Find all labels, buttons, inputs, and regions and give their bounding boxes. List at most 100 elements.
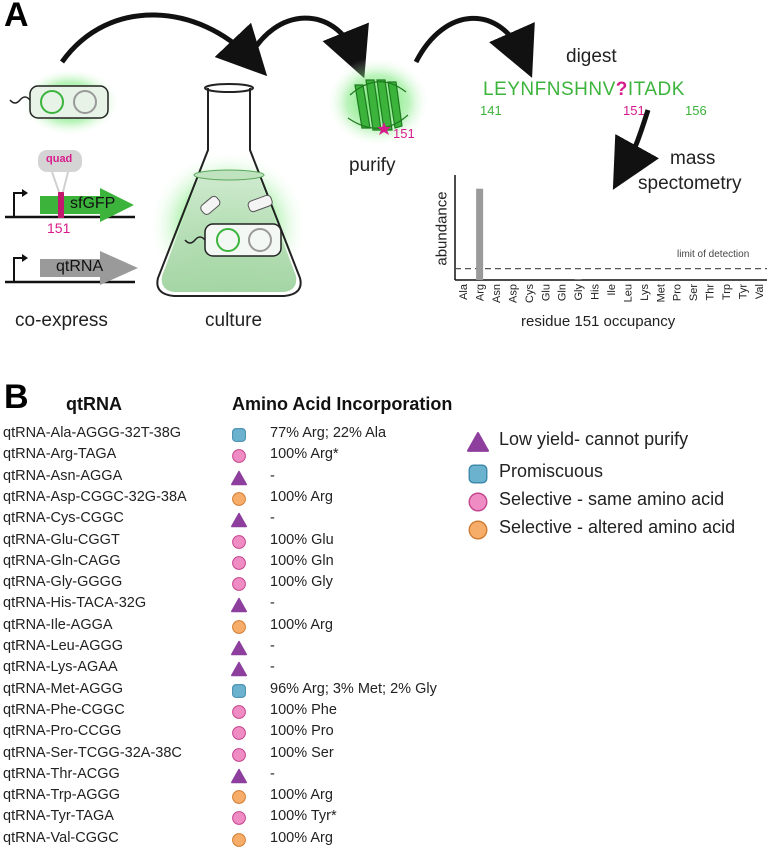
incorporation-result: - — [270, 659, 275, 675]
step-label-digest: digest — [566, 46, 617, 68]
qtrna-name: qtRNA-Thr-ACGG — [3, 766, 120, 782]
qtrna-name: qtRNA-Arg-TAGA — [3, 446, 116, 462]
tick-label-thr: Thr — [705, 284, 717, 301]
arrow-digest-to-ms — [625, 110, 648, 168]
limit-of-detection-label: limit of detection — [677, 249, 749, 260]
selective-same-marker-icon — [231, 448, 247, 464]
quad-label: quad — [46, 153, 72, 165]
table-row: qtRNA-Ser-TCGG-32A-38C 100% Ser — [0, 745, 500, 766]
table-row: qtRNA-Met-AGGG 96% Arg; 3% Met; 2% Gly — [0, 681, 500, 702]
tick-label-trp: Trp — [721, 284, 733, 300]
panel-b-letter: B — [4, 378, 29, 417]
qtrna-name: qtRNA-Gln-CAGG — [3, 553, 121, 569]
peptide-before: LEYNFNSHNV — [483, 79, 616, 100]
tick-label-ile: Ile — [606, 284, 618, 296]
qtrna-name: qtRNA-Ile-AGGA — [3, 617, 113, 633]
peptide-after: ITADK — [628, 79, 685, 100]
legend-item-promiscuous: Promiscuous — [467, 460, 776, 486]
sfgfp-position-label: 151 — [47, 220, 70, 236]
qtrna-name: qtRNA-His-TACA-32G — [3, 595, 146, 611]
incorporation-result: 100% Arg — [270, 617, 333, 633]
incorporation-result: 100% Pro — [270, 723, 334, 739]
peptide-site-num: 151 — [623, 103, 645, 118]
selective-same-marker-icon — [231, 576, 247, 592]
selective-altered-marker-icon — [231, 832, 247, 848]
selective-same-marker-icon — [231, 704, 247, 720]
qtrna-name: qtRNA-Met-AGGG — [3, 681, 123, 697]
tick-label-val: Val — [754, 284, 766, 299]
step-label-culture: culture — [205, 310, 262, 332]
low-yield-marker-icon — [231, 512, 247, 528]
selective-same-marker-icon — [231, 534, 247, 550]
incorporation-result: 100% Tyr* — [270, 808, 337, 824]
incorporation-result: - — [270, 638, 275, 654]
arrow-culture-to-purify — [248, 18, 355, 60]
legend-label: Low yield- cannot purify — [499, 429, 688, 450]
incorporation-result: 100% Gly — [270, 574, 333, 590]
legend-label: Selective - altered amino acid — [499, 517, 735, 538]
selective-same-marker-icon — [231, 747, 247, 763]
arrow-coexpress-to-culture — [62, 15, 250, 62]
selective-altered-marker-icon — [231, 619, 247, 635]
promiscuous-marker-icon — [231, 683, 247, 699]
qtrna-name: qtRNA-Glu-CGGT — [3, 532, 120, 548]
table-row: qtRNA-Asp-CGGC-32G-38A 100% Arg — [0, 489, 500, 510]
low-yield-marker-icon — [231, 470, 247, 486]
incorporation-result: 96% Arg; 3% Met; 2% Gly — [270, 681, 437, 697]
qtrna-name: qtRNA-Lys-AGAA — [3, 659, 118, 675]
tick-label-tyr: Tyr — [737, 284, 749, 300]
promiscuous-marker-icon — [231, 427, 247, 443]
qtrna-name: qtRNA-Pro-CCGG — [3, 723, 121, 739]
step-label-purify: purify — [349, 155, 395, 177]
peptide-sequence: LEYNFNSHNV?ITADK — [483, 79, 685, 101]
table-row: qtRNA-Leu-AGGG - — [0, 638, 500, 659]
incorporation-result: 100% Arg — [270, 787, 333, 803]
header-qtrna: qtRNA — [66, 394, 122, 415]
table-row: qtRNA-Cys-CGGC- — [0, 510, 500, 531]
table-row: qtRNA-Thr-ACGG- — [0, 766, 500, 787]
legend-label: Selective - same amino acid — [499, 489, 724, 510]
table-row: qtRNA-His-TACA-32G- — [0, 595, 500, 616]
selective-same-legend-icon — [467, 491, 489, 513]
amber-site — [58, 192, 64, 218]
header-incorporation: Amino Acid Incorporation — [232, 394, 452, 415]
tick-label-arg: Arg — [475, 284, 487, 301]
qtrna-name: qtRNA-Asp-CGGC-32G-38A — [3, 489, 187, 505]
qtrna-name: qtRNA-Tyr-TAGA — [3, 808, 114, 824]
legend-item-low-yield: Low yield- cannot purify — [467, 428, 776, 454]
peptide-end-num: 156 — [685, 103, 707, 118]
qtrna-name: qtRNA-Ser-TCGG-32A-38C — [3, 745, 182, 761]
selective-same-marker-icon — [231, 810, 247, 826]
selective-altered-marker-icon — [231, 491, 247, 507]
arrow-purify-to-digest — [416, 18, 522, 62]
chart-x-label: residue 151 occupancy — [521, 313, 675, 330]
incorporation-result: 100% Arg — [270, 489, 333, 505]
incorporation-result: 100% Ser — [270, 745, 334, 761]
legend-label: Promiscuous — [499, 461, 603, 482]
qtrna-name: qtRNA-Asn-AGGA — [3, 468, 122, 484]
tick-label-gly: Gly — [573, 284, 585, 301]
step-label-mass: mass — [670, 148, 715, 170]
protein-site-label: 151 — [393, 126, 415, 141]
qtrna-name: qtRNA-Cys-CGGC — [3, 510, 124, 526]
peptide-start-num: 141 — [480, 103, 502, 118]
low-yield-marker-icon — [231, 661, 247, 677]
bar-arg — [476, 189, 483, 280]
qtrna-name: qtRNA-Leu-AGGG — [3, 638, 123, 654]
incorporation-result: 100% Arg — [270, 830, 333, 846]
incorporation-result: 100% Arg* — [270, 446, 339, 462]
step-label-coexpress: co-express — [15, 310, 108, 332]
selective-same-marker-icon — [231, 725, 247, 741]
table-row: qtRNA-Lys-AGAA - — [0, 659, 500, 680]
qtrna-name: qtRNA-Phe-CGGC — [3, 702, 125, 718]
qtrna-gene-label: qtRNA — [56, 258, 103, 276]
promiscuous-legend-icon — [467, 463, 489, 485]
legend-item-selective-same: Selective - same amino acid — [467, 488, 776, 514]
